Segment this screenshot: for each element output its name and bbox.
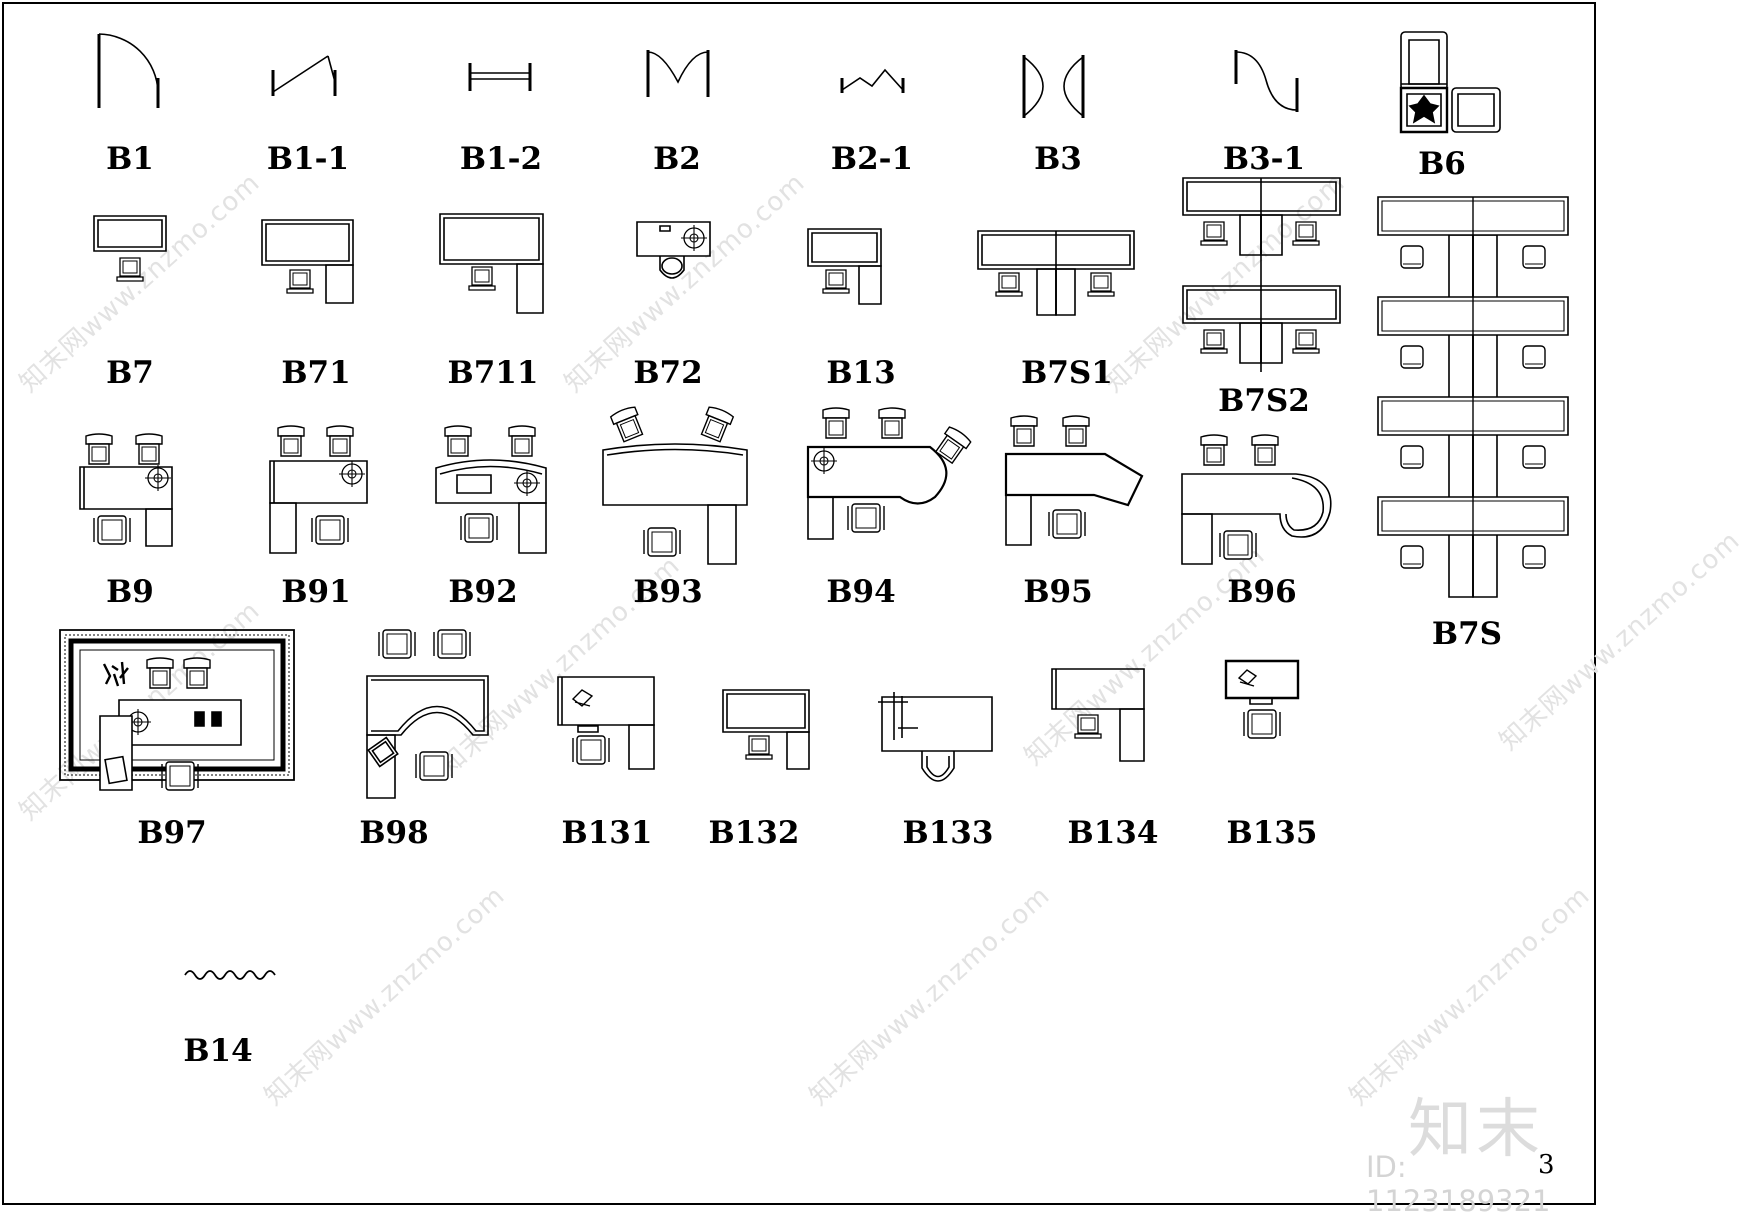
symbol-label-b3: B3: [1034, 141, 1082, 177]
symbol-b93-drawing: [603, 404, 747, 564]
symbol-b91-drawing: [270, 425, 367, 553]
page-number: 3: [1538, 1150, 1555, 1180]
symbol-b71-drawing: [262, 220, 353, 303]
symbol-b13-drawing: [808, 229, 881, 304]
symbol-label-b7s: B7S: [1431, 616, 1503, 652]
symbol-label-b2-1: B2-1: [830, 141, 914, 177]
symbol-label-b94: B94: [826, 574, 896, 610]
symbol-b1-drawing: [99, 34, 158, 108]
symbol-b1-2-drawing: [470, 63, 530, 91]
symbol-b98-drawing: [367, 629, 488, 798]
symbol-label-b711: B711: [447, 355, 539, 391]
symbol-b92-drawing: [436, 425, 546, 553]
symbol-label-b132: B132: [708, 815, 800, 851]
symbol-label-b1-2: B1-2: [459, 141, 543, 177]
symbol-label-b9: B9: [106, 574, 154, 610]
symbol-label-b6: B6: [1418, 146, 1466, 182]
symbol-b7s2-drawing: [1183, 178, 1340, 372]
symbol-label-b7: B7: [106, 355, 154, 391]
drawing-frame: [2, 2, 1596, 1205]
symbol-label-b3-1: B3-1: [1222, 141, 1306, 177]
symbol-b9-drawing: [80, 433, 172, 546]
symbol-label-b134: B134: [1067, 815, 1159, 851]
symbol-b2-1-drawing: [842, 70, 903, 93]
symbol-label-b2: B2: [653, 141, 701, 177]
symbol-label-b72: B72: [633, 355, 703, 391]
symbol-b131-drawing: [558, 677, 654, 769]
symbol-b96-drawing: [1182, 434, 1331, 564]
symbol-b94-drawing: [808, 407, 973, 539]
symbol-label-b131: B131: [561, 815, 653, 851]
symbol-label-b133: B133: [902, 815, 994, 851]
symbol-label-b1-1: B1-1: [266, 141, 350, 177]
symbol-label-b98: B98: [359, 815, 429, 851]
symbol-label-b93: B93: [633, 574, 703, 610]
symbol-b14-drawing: [185, 971, 275, 979]
symbol-b6-drawing: [1401, 32, 1500, 132]
symbol-label-b7s2: B7S2: [1218, 383, 1310, 419]
symbol-b7-drawing: [94, 216, 166, 282]
symbol-b1-1-drawing: [273, 56, 335, 96]
symbol-label-b95: B95: [1023, 574, 1093, 610]
symbol-b95-drawing: [1006, 415, 1142, 545]
symbol-b3-1-drawing: [1236, 50, 1297, 112]
symbol-label-b1: B1: [106, 141, 154, 177]
symbol-b72-drawing: [637, 222, 710, 278]
symbol-label-b14: B14: [183, 1033, 253, 1069]
watermark-id: ID: 1123189321: [1366, 1150, 1551, 1218]
symbol-b711-drawing: [440, 214, 543, 313]
watermark-brand: 知末: [1408, 1093, 1544, 1167]
symbol-label-b92: B92: [448, 574, 518, 610]
symbol-b97-drawing: [60, 630, 294, 791]
symbol-b7s-drawing: [1377, 196, 1569, 597]
symbol-b134-drawing: [1052, 669, 1144, 761]
symbol-b3-drawing: [1024, 55, 1083, 118]
symbol-b132-drawing: [723, 690, 809, 769]
symbol-label-b96: B96: [1227, 574, 1297, 610]
symbol-label-b135: B135: [1226, 815, 1318, 851]
symbol-b7s1-drawing: [978, 231, 1134, 315]
symbol-label-b91: B91: [281, 574, 351, 610]
symbol-label-b71: B71: [281, 355, 351, 391]
symbol-drawings: [0, 0, 1569, 1207]
symbol-b2-drawing: [648, 50, 708, 97]
symbol-b133-drawing: [878, 692, 992, 781]
symbol-b135-drawing: [1226, 661, 1298, 739]
symbol-label-b97: B97: [137, 815, 207, 851]
symbol-label-b13: B13: [826, 355, 896, 391]
symbol-label-b7s1: B7S1: [1021, 355, 1113, 391]
